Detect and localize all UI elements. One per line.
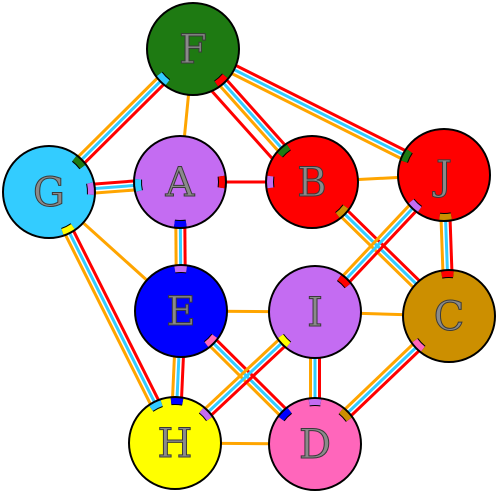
node-label-G: G — [33, 170, 65, 216]
node-layer — [2, 2, 496, 491]
edge-strand — [43, 193, 173, 446]
port-D-E — [278, 407, 293, 422]
node-label-B: B — [297, 160, 326, 206]
node-label-A: A — [165, 160, 196, 206]
port-J-F — [400, 148, 413, 163]
node-label-H: H — [158, 421, 193, 467]
node-label-J: J — [432, 153, 452, 199]
port-H-E — [170, 397, 184, 406]
edge-strand — [51, 189, 181, 442]
edge-strand — [194, 43, 447, 173]
port-F-G — [156, 71, 171, 86]
port-I-J — [336, 274, 351, 289]
port-J-C — [439, 212, 453, 221]
port-B-C — [335, 204, 350, 219]
node-I[interactable] — [268, 265, 362, 359]
port-D-C — [338, 407, 353, 422]
port-H-I — [198, 407, 213, 422]
port-layer — [61, 71, 454, 422]
port-J-I — [408, 198, 423, 213]
port-B-F — [276, 143, 291, 158]
node-label-C: C — [434, 294, 465, 340]
node-label-D: D — [299, 422, 331, 468]
port-E-D — [203, 333, 218, 348]
port-F-B — [214, 73, 229, 88]
node-label-F: F — [179, 27, 207, 73]
node-label-E: E — [166, 289, 195, 335]
port-G-F — [71, 155, 86, 170]
port-A-G — [134, 179, 143, 192]
port-G-H — [61, 223, 76, 236]
port-H-G — [148, 399, 163, 412]
label-layer: F G A B J E I C H D — [33, 27, 465, 469]
node-label-I: I — [307, 290, 323, 336]
port-G-A — [86, 182, 95, 195]
port-C-J — [440, 270, 454, 279]
port-C-D — [411, 338, 426, 353]
edge-strand — [190, 51, 443, 181]
port-I-H — [277, 333, 292, 348]
node-F[interactable] — [146, 2, 240, 96]
edge-layer — [43, 43, 455, 449]
